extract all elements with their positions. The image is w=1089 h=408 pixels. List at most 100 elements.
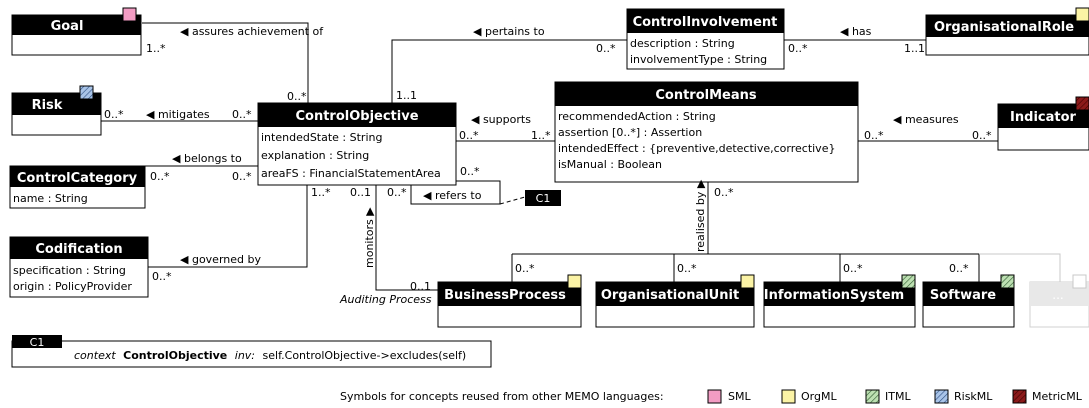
mult-co-mitigates: 0..*: [232, 108, 252, 121]
orgml-marker-icon: [567, 274, 582, 289]
class-risk-name: Risk: [32, 98, 63, 113]
mult-target-1: 0..*: [515, 262, 535, 275]
class-control-involvement-name: ControlInvolvement: [633, 15, 778, 30]
class-faded: ...: [1029, 274, 1089, 328]
association-lines: [101, 22, 1061, 291]
codification-attr-1: specification : String: [13, 264, 126, 277]
class-business-process-name: BusinessProcess: [444, 288, 566, 303]
multiplicities: 1..* 0..* 0..* 0..* 0..* 0..* 0..* 1..* …: [104, 42, 992, 293]
metricml-marker-icon: [1075, 96, 1089, 111]
control-means-attr-1: recommendedAction : String: [558, 110, 716, 123]
constraint-keyword: context: [74, 349, 116, 362]
class-information-system[interactable]: InformationSystem: [763, 274, 916, 328]
mult-cm-supports: 1..*: [531, 129, 551, 142]
class-organisational-role[interactable]: OrganisationalRole: [925, 7, 1089, 56]
constraint-class: ControlObjective: [123, 349, 227, 362]
mult-co-belongs: 0..*: [232, 170, 252, 183]
label-realised-by: realised by ▶: [694, 179, 707, 252]
class-organisational-unit[interactable]: OrganisationalUnit: [595, 274, 755, 328]
class-control-category[interactable]: ControlCategory name : String: [9, 165, 146, 209]
mult-risk-mitigates: 0..*: [104, 108, 124, 121]
legend-itml-swatch-icon: [865, 389, 880, 404]
legend-metricml-swatch-icon: [1012, 389, 1027, 404]
class-control-involvement[interactable]: ControlInvolvement description : String …: [626, 8, 785, 70]
legend: Symbols for concepts reused from other M…: [340, 389, 1083, 404]
class-codification-name: Codification: [35, 242, 122, 257]
label-monitors: monitors ▶: [363, 207, 376, 268]
control-objective-attr-3: areaFS : FinancialStatementArea: [261, 167, 441, 180]
assoc-assures-line: [142, 22, 309, 103]
mult-co-assures: 0..*: [287, 90, 307, 103]
constraint-inv: inv:: [235, 349, 255, 362]
mult-co-supports: 0..*: [459, 129, 479, 142]
class-organisational-role-name: OrganisationalRole: [934, 20, 1074, 35]
riskml-marker-icon: [79, 85, 94, 100]
sml-marker-icon: [122, 7, 137, 22]
class-codification[interactable]: Codification specification : String orig…: [9, 236, 149, 298]
mult-ind-measures: 0..*: [972, 129, 992, 142]
mult-bp-monitors: 0..1: [410, 280, 431, 293]
mult-cc-belongs: 0..*: [150, 170, 170, 183]
class-risk[interactable]: Risk: [11, 85, 102, 136]
class-indicator[interactable]: Indicator: [997, 96, 1089, 151]
label-measures: ◀ measures: [893, 113, 959, 126]
mult-or-has: 1..1: [904, 42, 925, 55]
class-control-means-name: ControlMeans: [655, 88, 757, 103]
control-objective-attr-1: intendedState : String: [261, 131, 382, 144]
class-software-name: Software: [930, 288, 996, 303]
mult-co-refers-2: 0..*: [387, 186, 407, 199]
class-goal-name: Goal: [51, 19, 84, 34]
mult-target-2: 0..*: [677, 262, 697, 275]
label-mitigates: ◀ mitigates: [146, 108, 210, 121]
control-means-attr-3: intendedEffect : {preventive,detective,c…: [558, 142, 835, 155]
label-refers-to: ◀ refers to: [423, 189, 482, 202]
orgml-marker-icon: [1075, 7, 1089, 22]
control-means-attr-4: isManual : Boolean: [558, 158, 662, 171]
mult-co-pertains: 1..1: [396, 89, 417, 102]
mult-goal-assures: 1..*: [146, 42, 166, 55]
mult-cod-governed: 0..*: [152, 270, 172, 283]
label-governed-by: ◀ governed by: [180, 253, 261, 266]
mult-target-3: 0..*: [843, 262, 863, 275]
placeholder-marker-icon: [1072, 274, 1087, 289]
class-business-process[interactable]: BusinessProcess: [437, 274, 582, 328]
orgml-marker-icon: [740, 274, 755, 289]
constraint-c1-tag-label: C1: [536, 192, 551, 205]
legend-orgml-swatch-icon: [781, 389, 796, 404]
mult-cm-measures: 0..*: [864, 129, 884, 142]
label-belongs-to: ◀ belongs to: [172, 152, 242, 165]
label-assures: ◀ assures achievement of: [180, 25, 324, 38]
legend-sml-swatch-icon: [707, 389, 722, 404]
class-goal[interactable]: Goal: [11, 7, 142, 56]
assoc-governed-line: [148, 185, 308, 268]
constraint-expression: context ControlObjective inv: self.Contr…: [74, 349, 466, 362]
class-organisational-unit-name: OrganisationalUnit: [601, 288, 739, 303]
mult-target-4: 0..*: [949, 262, 969, 275]
assoc-monitors-line: [375, 185, 438, 291]
association-labels: ◀ assures achievement of ◀ mitigates ◀ b…: [146, 25, 959, 306]
legend-sml-label: SML: [728, 390, 751, 403]
class-control-means[interactable]: ControlMeans recommendedAction : String …: [554, 81, 859, 183]
class-information-system-name: InformationSystem: [764, 288, 904, 303]
control-involvement-attr-1: description : String: [630, 37, 735, 50]
class-software[interactable]: Software: [922, 274, 1015, 328]
control-category-attr-1: name : String: [13, 192, 88, 205]
codification-attr-2: origin : PolicyProvider: [13, 280, 132, 293]
legend-metricml-label: MetricML: [1032, 390, 1083, 403]
mult-co-refers: 0..*: [460, 165, 480, 178]
label-has: ◀ has: [840, 25, 872, 38]
class-faded-name: ...: [1052, 288, 1063, 302]
mult-ci-has: 0..*: [788, 42, 808, 55]
control-objective-attr-2: explanation : String: [261, 149, 369, 162]
role-auditing-process: Auditing Process: [339, 293, 432, 306]
itml-marker-icon: [1000, 274, 1015, 289]
itml-marker-icon: [901, 274, 916, 289]
legend-caption: Symbols for concepts reused from other M…: [340, 390, 664, 403]
class-control-objective[interactable]: ControlObjective intendedState : String …: [257, 102, 457, 186]
label-pertains-to: ◀ pertains to: [473, 25, 545, 38]
class-control-category-name: ControlCategory: [17, 171, 138, 186]
constraint-expr: self.ControlObjective->excludes(self): [263, 349, 467, 362]
constraint-c1-box: C1 context ControlObjective inv: self.Co…: [11, 335, 492, 368]
assoc-pertains-line: [391, 39, 627, 103]
